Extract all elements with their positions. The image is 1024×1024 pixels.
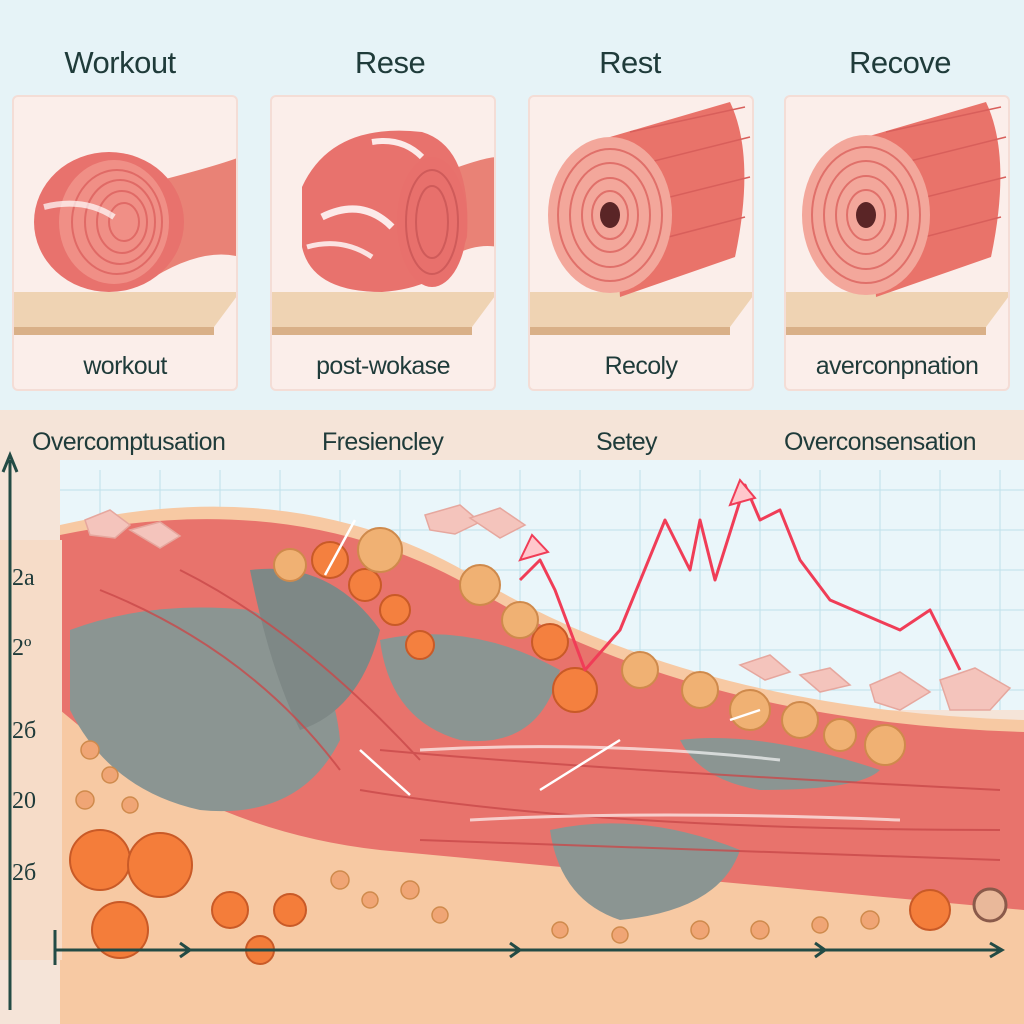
muscle-illustration-recovery [530,102,752,335]
cross-section-illustration [0,451,1024,1024]
section-label-setey: Setey [596,428,658,456]
stage-title-rest: Rest [599,45,661,80]
panel-label-recovery: Recoly [604,352,678,380]
muscle-illustration-overcompensation [786,102,1008,335]
panel-workout: workout [12,95,238,391]
panel-label-overcompensation: averconpnation [815,352,979,380]
y-tick-2: 2º [12,635,32,661]
panel-post-workout: post-wokase [270,95,496,391]
muscle-cross-section-diagram: Overcomptusation Fresiencley Setey Overc… [0,410,1024,1024]
panel-recovery: Recoly [528,95,754,391]
panel-label-post-workout: post-wokase [316,352,450,380]
muscle-illustration-damaged [272,130,494,335]
y-tick-4: 20 [12,788,36,814]
panel-overcompensation: averconpnation [784,95,1010,391]
trend-line [518,483,962,672]
panel-label-workout: workout [83,352,167,380]
axis-lines [1,451,1005,1010]
y-tick-5: 2б [12,860,37,886]
section-label-overcomptusation: Overcomptusation [32,428,226,456]
stage-title-workout: Workout [64,45,176,80]
y-tick-1: 2a [12,565,35,591]
section-label-fresiencley: Fresiencley [322,428,444,456]
stage-title-rese: Rese [354,45,426,80]
section-label-overconsensation: Overconsensation [784,428,977,456]
y-tick-3: 2б [12,718,37,744]
muscle-illustration-workout [14,152,236,335]
stage-title-recove: Recove [848,45,952,80]
